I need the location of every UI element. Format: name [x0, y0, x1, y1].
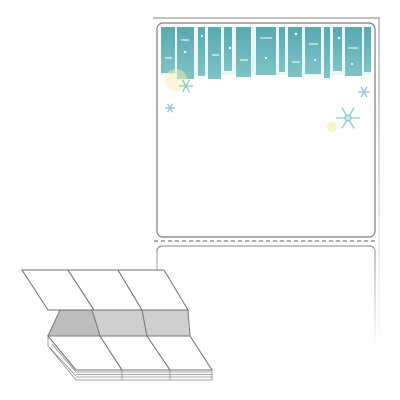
label-roll [152, 17, 380, 350]
roll-backing-outline [153, 17, 380, 350]
tree-artwork [161, 27, 371, 91]
fanfold-labels-icon [21, 269, 213, 381]
top-label-3 [117, 269, 189, 311]
snowflake-icon [165, 79, 370, 129]
next-label-outline [156, 245, 376, 350]
